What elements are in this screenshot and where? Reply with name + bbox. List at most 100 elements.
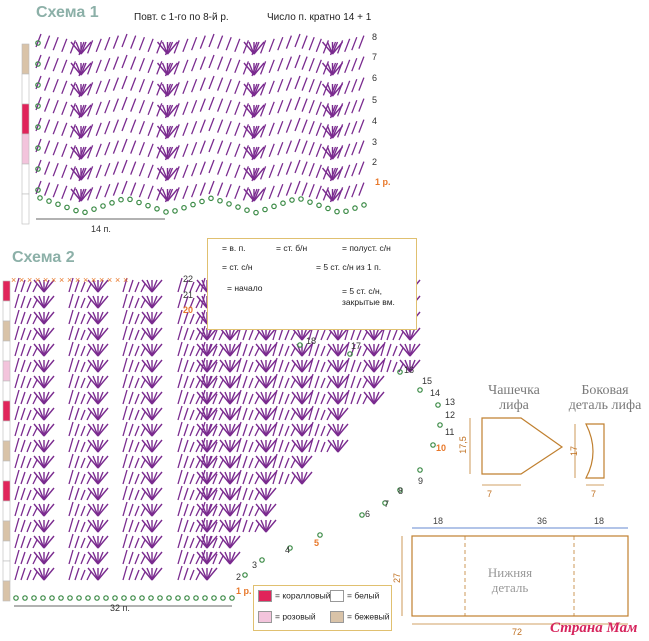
fan-stitch-line [253,41,265,55]
double-crochet [268,143,275,158]
chain-stitch [244,207,250,214]
fan-stitch-line [260,519,267,533]
double-crochet [130,98,137,112]
color-strip-cell-2 [2,500,11,522]
double-crochet [326,411,332,421]
fan-stitch-line [70,83,82,97]
double-crochet [248,361,254,373]
fan-stitch-line [265,487,277,501]
chain-stitch [382,500,388,506]
double-crochet [212,505,218,517]
fan-stitch-line [253,146,265,160]
double-crochet [248,329,254,341]
double-crochet [128,279,134,293]
double-crochet [278,343,284,357]
double-crochet [200,517,206,533]
schema1-row-3: 3 [372,137,378,147]
double-crochet [14,565,20,581]
double-crochet [134,361,140,373]
double-crochet [248,393,254,405]
fan-stitch-line [196,359,208,373]
fan-stitch-line [146,375,153,389]
double-crochet [86,395,92,405]
fan-stitch-line [332,391,339,405]
fan-stitch-line [33,535,45,549]
double-crochet [128,327,134,341]
bottom-width: 72 [512,627,523,637]
fan-stitch-line [321,188,334,202]
double-crochet [200,277,206,293]
double-crochet [147,101,154,116]
double-crochet [32,475,38,485]
chain-stitch [157,595,163,601]
fan-stitch-line [166,62,179,76]
double-crochet [128,391,134,405]
double-crochet [86,315,92,325]
chain-stitch [163,209,169,215]
double-crochet [128,407,134,421]
fan-stitch-line [33,503,45,517]
fan-stitch-line [97,471,109,485]
double-crochet [254,411,260,421]
color-pink: = розовый [258,611,316,623]
double-crochet [314,327,320,341]
double-crochet [195,475,201,485]
double-crochet [20,487,26,501]
double-crochet [128,471,134,485]
double-crochet [130,161,137,175]
chain-stitch [253,209,259,216]
double-crochet [308,421,314,437]
fan-stitch-line [33,567,45,581]
double-crochet [69,166,77,180]
double-crochet [284,409,290,421]
double-crochet [189,489,195,501]
double-crochet [134,377,140,389]
double-crochet [285,119,293,133]
fan-stitch-line [368,391,375,405]
chain-stitch [417,387,423,393]
double-crochet [314,439,320,453]
fan-stitch-line [404,327,411,341]
double-crochet [74,455,80,469]
fan-stitch-line [97,279,109,293]
fan-stitch-line [201,471,208,485]
fan-stitch-line [146,295,153,309]
double-crochet [236,453,242,469]
coral-swatch [258,590,272,602]
double-crochet [134,281,140,293]
fan-stitch-line [43,519,55,533]
double-crochet [52,57,59,72]
double-crochet [177,533,183,549]
fan-stitch-line [337,439,349,453]
fan-stitch-line [337,391,349,405]
color-strip-cell [21,103,30,135]
double-crochet [398,347,404,357]
double-crochet [308,341,314,357]
fan-stitch-line [146,551,153,565]
double-crochet [234,101,241,116]
double-crochet [206,471,212,485]
double-crochet [212,425,218,437]
double-crochet [344,341,350,357]
chain-stitch [334,208,340,215]
fan-stitch-line [337,359,349,373]
double-crochet [74,471,80,485]
single-crochet-mark: × [123,275,128,285]
color-legend [253,585,392,631]
double-crochet [200,309,206,325]
double-crochet [277,120,284,135]
schema2-width-label: 32 п. [110,603,130,613]
double-crochet [268,80,275,95]
double-crochet [236,421,242,437]
single-crochet-mark: × [115,275,120,285]
fan-stitch-line [296,391,303,405]
fan-stitch-line [332,343,339,357]
double-crochet [26,409,32,421]
fan-stitch-line [196,343,208,357]
fan-stitch-line [326,83,334,97]
double-crochet [284,441,290,453]
chain-stitch [343,208,349,215]
fan-stitch-line [43,407,55,421]
fan-stitch-line [219,391,231,405]
